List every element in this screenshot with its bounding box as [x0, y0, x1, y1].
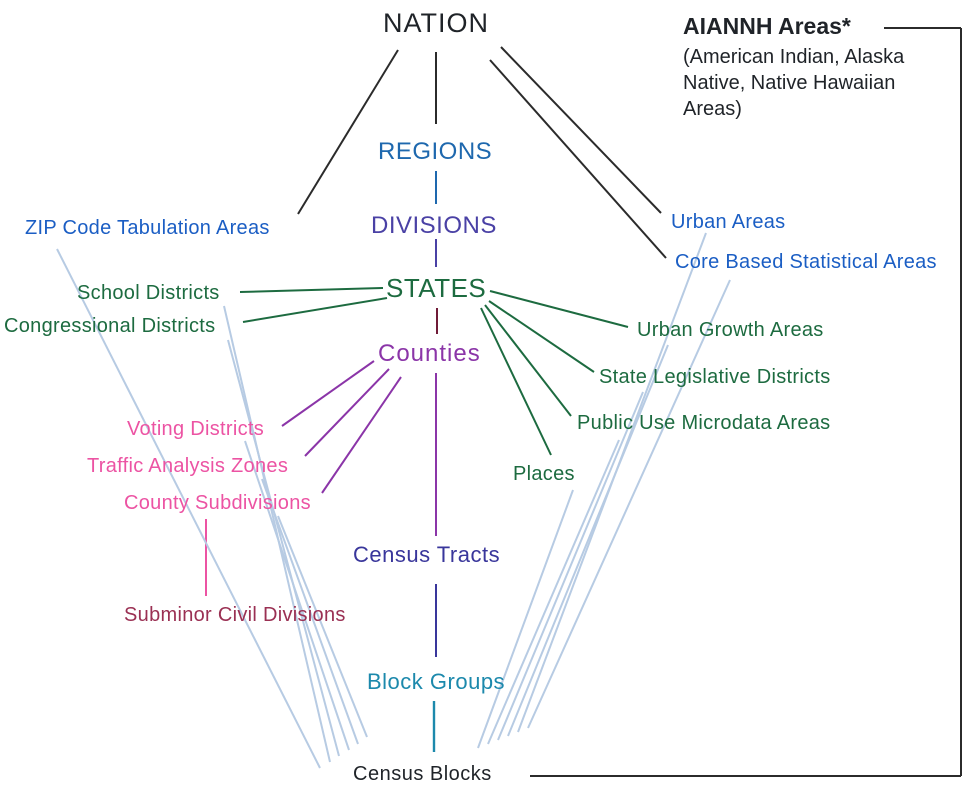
edge-counties-to-traffic-analysis	[304, 368, 390, 457]
node-subminor-civil-divisions: Subminor Civil Divisions	[124, 604, 346, 626]
edge-traffic-to-census-blocks	[261, 478, 359, 745]
edge-states-to-places	[480, 307, 552, 456]
edge-states-to-school-districts	[239, 287, 384, 293]
edge-states-to-congressional-districts	[242, 297, 388, 323]
node-school-districts: School Districts	[77, 282, 220, 304]
node-public-use-microdata-areas: Public Use Microdata Areas	[577, 412, 831, 434]
node-nation: NATION	[383, 8, 489, 38]
edge-nation-to-urban-areas	[500, 46, 662, 214]
edge-congressional-to-census-blocks	[227, 339, 340, 757]
node-counties: Counties	[378, 340, 481, 367]
edge-voting-to-census-blocks	[244, 440, 350, 751]
node-block-groups: Block Groups	[367, 669, 506, 694]
node-core-based-statistical-areas: Core Based Statistical Areas	[675, 251, 937, 273]
edge-nation-to-zcta	[297, 49, 399, 215]
edge-urban-growth-to-census-blocks	[507, 344, 669, 737]
edge-states-to-puma	[484, 304, 572, 417]
edge-states-to-urban-growth-areas	[489, 290, 629, 328]
node-state-legislative-districts: State Legislative Districts	[599, 366, 831, 388]
node-congressional-districts: Congressional Districts	[4, 315, 216, 337]
edge-states-to-state-legislative	[488, 300, 595, 373]
node-states: STATES	[386, 273, 487, 303]
edge-puma-to-census-blocks	[487, 439, 620, 745]
edge-county-subdiv-to-census-blocks	[277, 515, 368, 738]
node-divisions: DIVISIONS	[371, 212, 497, 239]
edge-urban-areas-to-census-blocks	[517, 232, 707, 733]
aiannh-areas-title: AIANNH Areas*	[683, 13, 851, 39]
node-traffic-analysis-zones: Traffic Analysis Zones	[87, 455, 289, 477]
edge-counties-to-voting-districts	[281, 360, 375, 427]
node-census-tracts: Census Tracts	[353, 542, 501, 567]
node-places: Places	[513, 463, 575, 485]
edge-counties-to-county-subdivisions	[321, 376, 402, 494]
edge-zcta-to-census-blocks	[56, 248, 321, 769]
edge-core-based-to-census-blocks	[527, 279, 731, 729]
node-regions: REGIONS	[378, 138, 493, 165]
node-census-blocks: Census Blocks	[353, 763, 492, 785]
aiannh-areas-subtitle: (American Indian, Alaska Native, Native …	[683, 46, 905, 120]
node-urban-growth-areas: Urban Growth Areas	[637, 319, 824, 341]
node-county-subdivisions: County Subdivisions	[124, 492, 311, 514]
node-urban-areas: Urban Areas	[671, 211, 786, 233]
edge-state-leg-to-census-blocks	[497, 391, 644, 741]
node-voting-districts: Voting Districts	[127, 418, 265, 440]
edge-places-to-census-blocks	[477, 489, 574, 749]
node-zip-code-tabulation-areas: ZIP Code Tabulation Areas	[25, 217, 270, 239]
edge-nation-to-core-based	[489, 59, 667, 259]
